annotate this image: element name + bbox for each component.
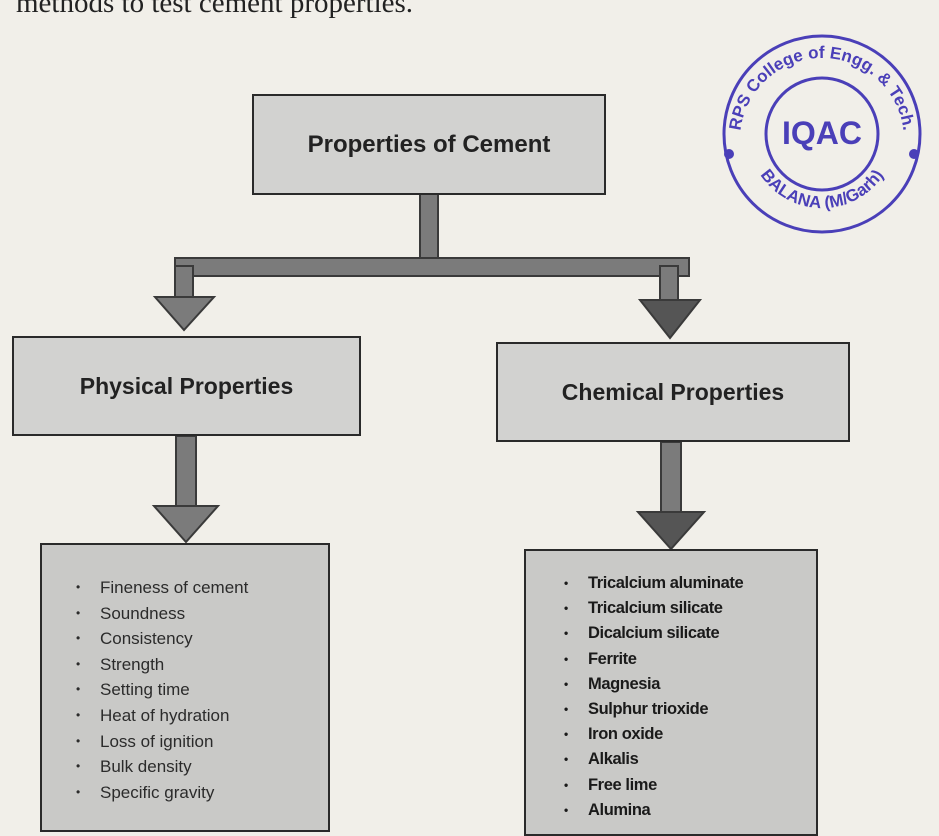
list-item: Loss of ignition bbox=[76, 729, 328, 755]
iqac-stamp: RPS College of Engg. & Tech. BALANA (M/G… bbox=[722, 34, 922, 234]
right-arrowhead bbox=[637, 299, 703, 340]
list-item: Bulk density bbox=[76, 754, 328, 780]
list-item: Fineness of cement bbox=[76, 575, 328, 601]
list-item: Strength bbox=[76, 652, 328, 678]
list-item: Alumina bbox=[564, 798, 816, 823]
horizontal-connector bbox=[174, 257, 690, 277]
left-arrowhead bbox=[152, 296, 217, 332]
chemical-properties-list: Tricalcium aluminate Tricalcium silicate… bbox=[524, 549, 818, 836]
chemical-list-connector bbox=[660, 441, 682, 515]
list-item: Iron oxide bbox=[564, 722, 816, 747]
list-item: Dicalcium silicate bbox=[564, 621, 816, 646]
list-item: Tricalcium aluminate bbox=[564, 571, 816, 596]
list-item: Tricalcium silicate bbox=[564, 596, 816, 621]
list-item: Free lime bbox=[564, 773, 816, 798]
physical-list-arrowhead bbox=[151, 505, 221, 544]
chemical-list-arrowhead bbox=[635, 511, 707, 551]
list-item: Sulphur trioxide bbox=[564, 697, 816, 722]
stamp-dot-icon bbox=[909, 149, 919, 159]
list-item: Consistency bbox=[76, 626, 328, 652]
list-item: Alkalis bbox=[564, 747, 816, 772]
stamp-dot-icon bbox=[724, 149, 734, 159]
physical-properties-list: Fineness of cement Soundness Consistency… bbox=[40, 543, 330, 832]
stamp-outer-ring bbox=[722, 34, 922, 234]
header-text: methods to test cement properties. bbox=[16, 0, 414, 19]
root-node: Properties of Cement bbox=[252, 94, 606, 195]
list-item: Heat of hydration bbox=[76, 703, 328, 729]
list-item: Setting time bbox=[76, 677, 328, 703]
right-drop-connector bbox=[659, 265, 679, 301]
left-drop-connector bbox=[174, 265, 194, 301]
list-item: Ferrite bbox=[564, 647, 816, 672]
chemical-properties-node: Chemical Properties bbox=[496, 342, 850, 442]
list-item: Soundness bbox=[76, 601, 328, 627]
stamp-center-text: IQAC bbox=[782, 115, 862, 151]
physical-list-connector bbox=[175, 435, 197, 509]
list-item: Specific gravity bbox=[76, 780, 328, 806]
stamp-inner-ring bbox=[764, 76, 880, 192]
physical-properties-node: Physical Properties bbox=[12, 336, 361, 436]
list-item: Magnesia bbox=[564, 672, 816, 697]
